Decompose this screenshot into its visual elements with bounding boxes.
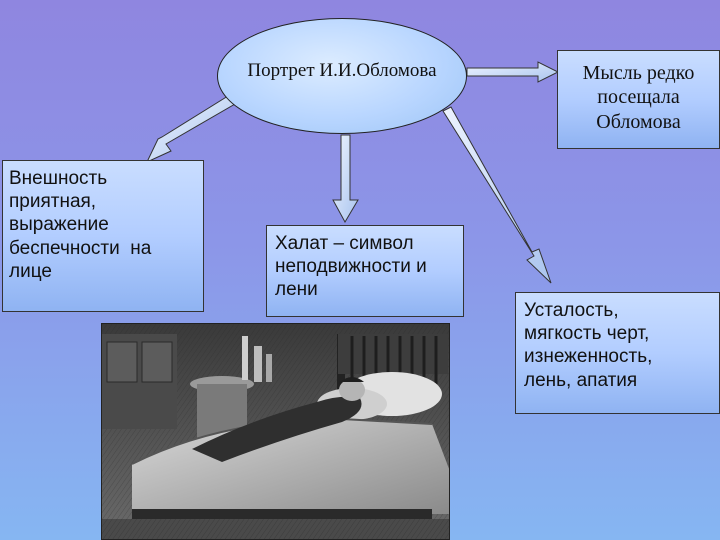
center-label: Портрет И.И.Обломова [247,60,437,81]
fatigue-line: мягкость черт, [524,323,650,345]
arrow-to-fatigue [442,106,552,284]
thought-line: Обломова [596,110,681,133]
thought-line: Мысль редко [582,62,695,84]
appearance-line: выражение [9,214,109,236]
appearance-line: беспечности на [9,237,152,259]
appearance-line: лице [9,260,52,282]
robe-box: Халат – символ неподвижности и лени [266,225,464,317]
oblomov-illustration [101,323,450,540]
center-ellipse [217,18,467,134]
appearance-box: Внешность приятная, выражение беспечност… [2,160,204,312]
appearance-line: Внешность [9,168,108,189]
fatigue-box: Усталость, мягкость черт, изнеженность, … [515,292,720,414]
arrow-to-appearance [145,95,236,164]
engraving-image [102,324,449,539]
fatigue-line: Усталость, [524,300,619,321]
arrow-to-robe [332,134,359,224]
robe-line: лени [275,279,318,301]
fatigue-line: изнеженность, [524,346,653,368]
robe-line: неподвижности и [275,256,427,278]
thought-line: посещала [597,86,680,109]
robe-line: Халат – символ [275,233,414,254]
appearance-line: приятная, [9,191,97,213]
thought-box: Мысль редко посещала Обломова [557,50,720,149]
arrow-to-thought [466,61,560,83]
fatigue-line: лень, апатия [524,369,638,391]
